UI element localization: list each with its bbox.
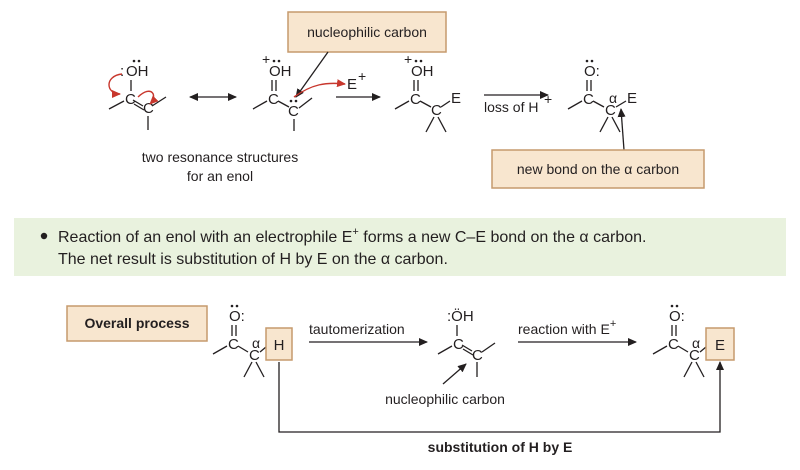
carbon-label: C bbox=[583, 91, 594, 108]
plus-charge: + bbox=[262, 51, 270, 67]
carbon-label: C bbox=[472, 347, 483, 364]
enol-intermediate: :ÖH C C nucleophilic carbon bbox=[385, 307, 505, 407]
nucleophilic-carbon-label: nucleophilic carbon bbox=[385, 391, 505, 407]
oxygen-label: O: bbox=[584, 63, 600, 80]
e-label: E bbox=[451, 90, 461, 107]
carbon-label: C bbox=[125, 91, 136, 108]
carbon-label: C bbox=[143, 100, 154, 117]
tautomerization-arrow: tautomerization bbox=[309, 321, 428, 346]
final-product: O: C C α E bbox=[652, 304, 735, 378]
carbon-label: C bbox=[689, 347, 700, 364]
loss-of-h-label: loss of H bbox=[484, 99, 538, 115]
tautomerization-label: tautomerization bbox=[309, 321, 405, 337]
colon: : bbox=[120, 63, 124, 80]
reaction-label: reaction with E+ bbox=[518, 318, 616, 337]
plus-charge: + bbox=[404, 51, 412, 67]
curved-arrow bbox=[108, 73, 123, 98]
enol-structure-2: + OH C C bbox=[252, 51, 346, 131]
electrophile-arrow: E + bbox=[336, 68, 381, 101]
intermediate-structure: + OH C C E bbox=[394, 51, 461, 133]
loss-of-h-charge: + bbox=[544, 91, 552, 107]
alpha-label: α bbox=[692, 335, 700, 351]
carbon-label: C bbox=[431, 102, 442, 119]
carbon-label: C bbox=[228, 336, 239, 353]
oh-label: OH bbox=[126, 63, 149, 80]
hydrogen-box-label: H bbox=[274, 337, 285, 354]
carbon-label: C bbox=[668, 336, 679, 353]
carbon-label: C bbox=[249, 347, 260, 364]
starting-ketone: O: C C α H bbox=[212, 304, 293, 378]
resonance-caption-line1: two resonance structures bbox=[142, 149, 298, 165]
resonance-caption-line2: for an enol bbox=[187, 168, 253, 184]
loss-of-h-arrow: loss of H + bbox=[484, 91, 552, 115]
reaction-arrow: reaction with E+ bbox=[518, 318, 637, 346]
oxygen-label: O: bbox=[669, 308, 685, 325]
product-structure: O: C C α E bbox=[567, 59, 637, 133]
callout-nucleophilic-carbon: nucleophilic carbon bbox=[287, 11, 447, 98]
oh-label: OH bbox=[411, 63, 434, 80]
oxygen-label: O: bbox=[229, 308, 245, 325]
bullet-dot bbox=[40, 232, 48, 240]
key-point-line1: Reaction of an enol with an electrophile… bbox=[58, 226, 646, 246]
oh-label: OH bbox=[269, 63, 292, 80]
curved-arrow bbox=[293, 79, 346, 98]
carbon-label: C bbox=[605, 102, 616, 119]
overall-process-label: Overall process bbox=[66, 305, 208, 342]
overall-process-text: Overall process bbox=[84, 315, 189, 331]
oh-label: :ÖH bbox=[447, 307, 474, 325]
callout-new-bond: new bond on the α carbon bbox=[491, 108, 705, 189]
carbon-label: C bbox=[410, 91, 421, 108]
substitution-connector: substitution of H by E bbox=[278, 361, 724, 455]
electrophile-box-label: E bbox=[715, 337, 725, 354]
curved-arrow bbox=[137, 90, 159, 105]
key-point-band: Reaction of an enol with an electrophile… bbox=[14, 218, 786, 276]
alpha-label: α bbox=[252, 335, 260, 351]
carbon-label: C bbox=[453, 336, 464, 353]
e-label: E bbox=[627, 90, 637, 107]
carbon-label: C bbox=[268, 91, 279, 108]
callout-new-bond-label: new bond on the α carbon bbox=[517, 161, 679, 177]
electrophile-label: E bbox=[347, 76, 357, 93]
key-point-line2: The net result is substitution of H by E… bbox=[58, 251, 448, 268]
enol-structure-1: : OH C C bbox=[108, 59, 167, 130]
callout-nucleophilic-carbon-label: nucleophilic carbon bbox=[307, 24, 427, 40]
substitution-label: substitution of H by E bbox=[428, 439, 573, 455]
carbon-label: C bbox=[288, 103, 299, 120]
alpha-label: α bbox=[609, 90, 617, 106]
electrophile-charge: + bbox=[358, 68, 366, 84]
